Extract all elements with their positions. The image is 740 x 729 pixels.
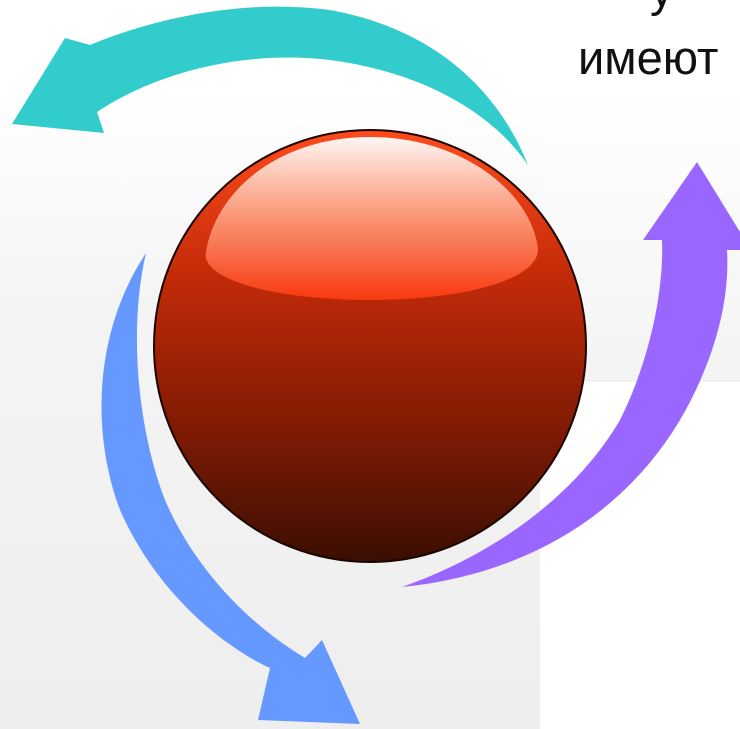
sphere-highlight	[206, 137, 538, 300]
cycle-arrow-teal	[12, 7, 528, 165]
